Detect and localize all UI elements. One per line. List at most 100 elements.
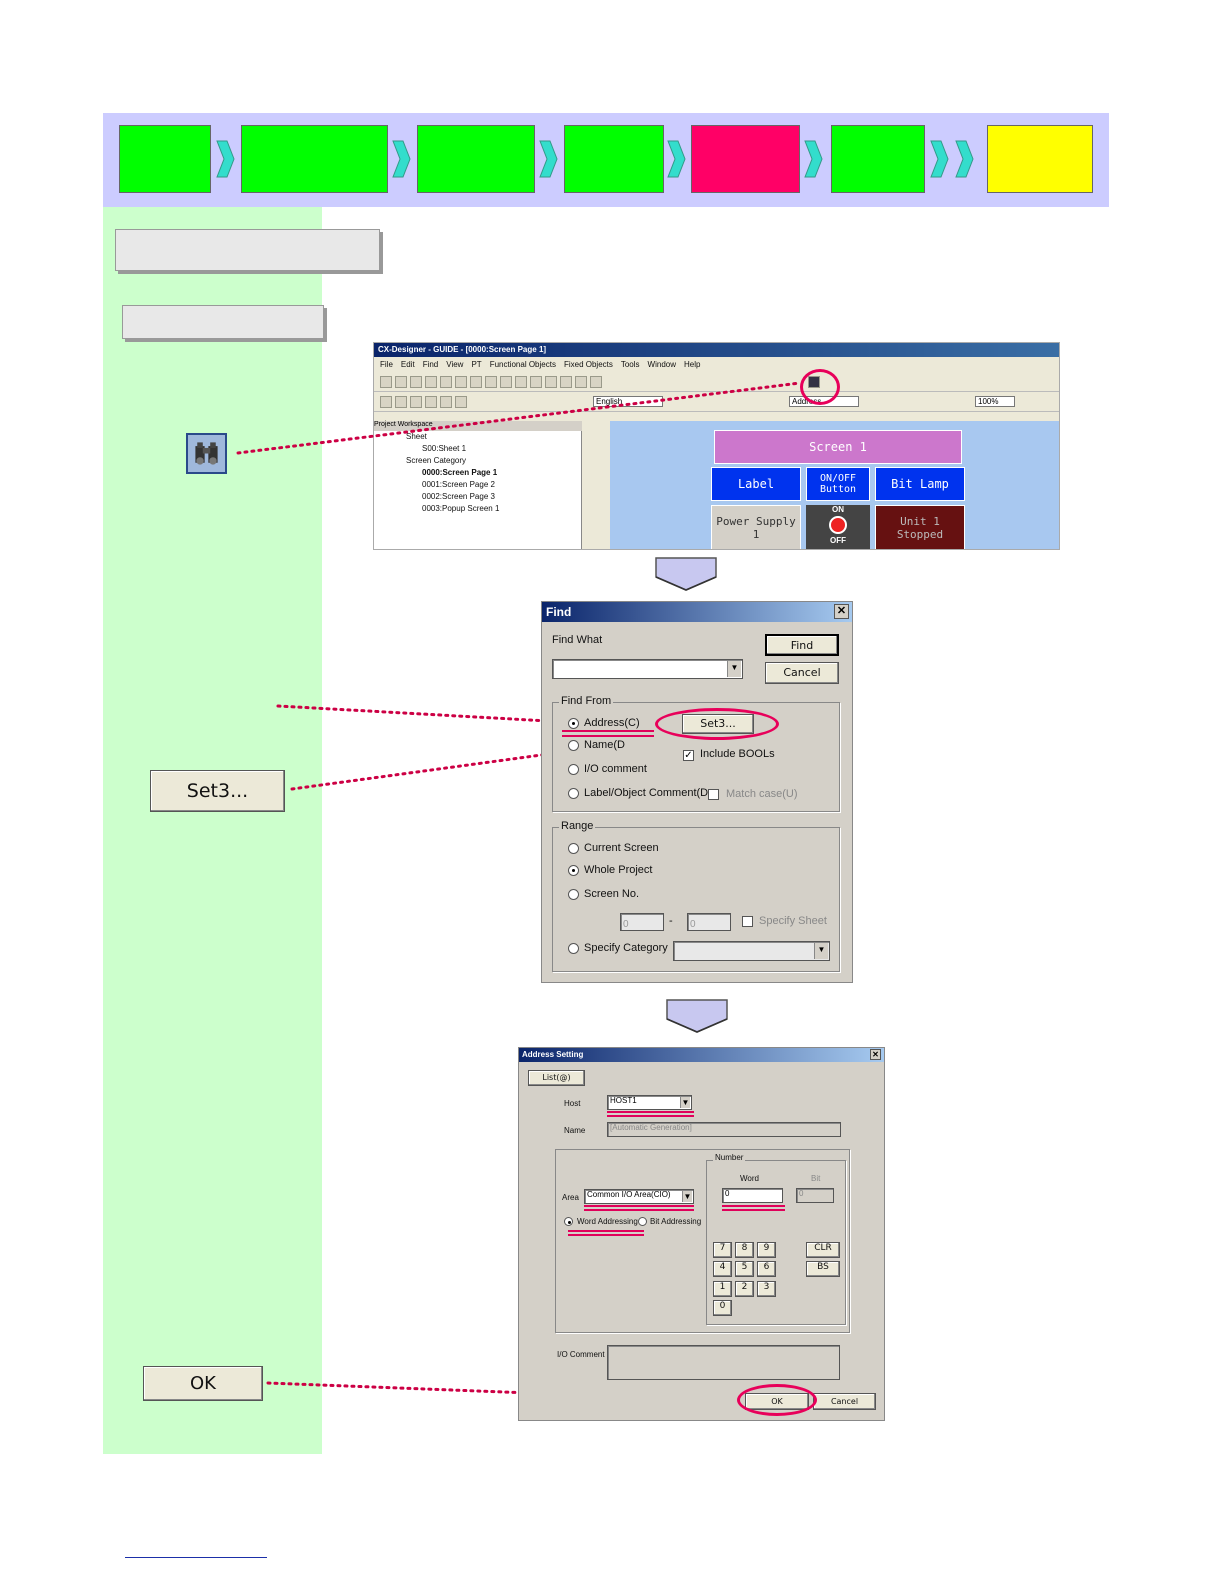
menu-edit[interactable]: Edit [400, 360, 415, 369]
set3-callout-button[interactable]: Set3... [150, 770, 285, 812]
screen-title-object[interactable]: Screen 1 [714, 430, 962, 464]
tree-screen-page-2[interactable]: 0001:Screen Page 2 [422, 480, 495, 489]
current-screen-radio[interactable] [568, 843, 579, 854]
key-9[interactable]: 9 [757, 1242, 776, 1258]
key-7[interactable]: 7 [713, 1242, 732, 1258]
menu-file[interactable]: File [380, 360, 393, 369]
align-icon[interactable] [560, 375, 572, 388]
key-5[interactable]: 5 [735, 1261, 754, 1277]
onoff-button-object[interactable]: ON/OFF Button [806, 467, 870, 501]
find-binoculars-icon[interactable] [186, 433, 227, 474]
bit-field[interactable]: 0 [796, 1188, 834, 1203]
key-2[interactable]: 2 [735, 1281, 754, 1297]
menu-help[interactable]: Help [684, 360, 701, 369]
specify-sheet-checkbox[interactable] [742, 916, 753, 927]
screen-no-radio[interactable] [568, 889, 579, 900]
include-bools-checkbox[interactable]: ✓ [683, 750, 694, 761]
close-icon[interactable]: ✕ [834, 604, 849, 619]
circle-icon[interactable] [395, 395, 407, 408]
chevron-down-icon[interactable]: ▼ [814, 943, 828, 959]
tree-screen-category[interactable]: Screen Category [406, 456, 467, 465]
zoom-icon[interactable] [530, 375, 542, 388]
word-field[interactable]: 0 [722, 1188, 783, 1203]
tree-popup-screen-1[interactable]: 0003:Popup Screen 1 [422, 504, 500, 513]
key-3[interactable]: 3 [757, 1281, 776, 1297]
specify-category-label[interactable]: Specify Category [584, 942, 668, 954]
io-comment-radio[interactable] [568, 764, 579, 775]
bit-addressing-radio[interactable] [638, 1217, 647, 1226]
tree-screen-page-1[interactable]: 0000:Screen Page 1 [422, 468, 498, 477]
menu-functional-objects[interactable]: Functional Objects [489, 360, 556, 369]
new-icon[interactable] [380, 375, 392, 388]
chevron-down-icon[interactable]: ▼ [727, 661, 741, 677]
screen-to-spin[interactable]: 0 [687, 913, 731, 931]
host-combo[interactable]: HOST1▼ [607, 1095, 692, 1110]
menu-fixed-objects[interactable]: Fixed Objects [563, 360, 613, 369]
menu-window[interactable]: Window [647, 360, 676, 369]
name-option-label[interactable]: Name(D [584, 739, 625, 751]
power-supply-object[interactable]: Power Supply 1 [711, 505, 801, 549]
category-combo[interactable]: ▼ [673, 941, 830, 961]
polygon-icon[interactable] [440, 395, 452, 408]
specify-category-radio[interactable] [568, 943, 579, 954]
cancel-button[interactable]: Cancel [813, 1393, 876, 1410]
redo-icon[interactable] [485, 375, 497, 388]
rect-icon[interactable] [380, 395, 392, 408]
key-4[interactable]: 4 [713, 1261, 732, 1277]
match-case-checkbox[interactable] [708, 789, 719, 800]
specify-sheet-label[interactable]: Specify Sheet [759, 915, 827, 927]
clr-key[interactable]: CLR [806, 1242, 840, 1258]
tree-sheet[interactable]: Sheet [406, 432, 427, 441]
io-comment-label[interactable]: I/O comment [584, 763, 647, 775]
address-option-label[interactable]: Address(C) [584, 717, 640, 729]
group-icon[interactable] [590, 375, 602, 388]
word-addressing-radio[interactable] [564, 1217, 573, 1226]
find-button[interactable]: Find [765, 634, 839, 656]
copy-icon[interactable] [440, 375, 452, 388]
chevron-down-icon[interactable]: ▼ [682, 1191, 692, 1202]
include-bools-label[interactable]: Include BOOLs [700, 748, 775, 760]
bit-addressing-label[interactable]: Bit Addressing [650, 1217, 702, 1226]
polyline-icon[interactable] [425, 395, 437, 408]
whole-project-label[interactable]: Whole Project [584, 864, 653, 876]
menu-view[interactable]: View [446, 360, 464, 369]
ok-callout-button[interactable]: OK [143, 1366, 263, 1401]
address-radio[interactable] [568, 718, 579, 729]
close-icon[interactable]: ✕ [870, 1049, 881, 1060]
menu-find[interactable]: Find [422, 360, 439, 369]
zoom-select[interactable]: 100% [975, 396, 1015, 407]
cut-icon[interactable] [500, 375, 512, 388]
unit-status-object[interactable]: Unit 1 Stopped [875, 505, 965, 549]
onoff-switch-object[interactable]: ON OFF [806, 505, 870, 549]
undo-icon[interactable] [470, 375, 482, 388]
whole-project-radio[interactable] [568, 865, 579, 876]
label-object[interactable]: Label [711, 467, 801, 501]
open-icon[interactable] [395, 375, 407, 388]
key-6[interactable]: 6 [757, 1261, 776, 1277]
bs-key[interactable]: BS [806, 1261, 840, 1277]
layer-icon[interactable] [575, 375, 587, 388]
bit-lamp-object[interactable]: Bit Lamp [875, 467, 965, 501]
key-1[interactable]: 1 [713, 1281, 732, 1297]
save-icon[interactable] [410, 375, 422, 388]
word-addressing-label[interactable]: Word Addressing [577, 1217, 638, 1226]
find-what-combo[interactable]: ▼ [552, 659, 743, 679]
cancel-button[interactable]: Cancel [765, 662, 839, 684]
key-0[interactable]: 0 [713, 1300, 732, 1316]
menu-tools[interactable]: Tools [620, 360, 640, 369]
io-comment-field[interactable] [607, 1345, 840, 1380]
chevron-down-icon[interactable]: ▼ [680, 1097, 690, 1108]
menu-pt[interactable]: PT [471, 360, 482, 369]
line-icon[interactable] [410, 395, 422, 408]
list-button[interactable]: List(@) [528, 1070, 585, 1086]
name-radio[interactable] [568, 740, 579, 751]
delete-icon[interactable] [515, 375, 527, 388]
paste-icon[interactable] [455, 375, 467, 388]
label-object-radio[interactable] [568, 788, 579, 799]
current-screen-label[interactable]: Current Screen [584, 842, 659, 854]
area-combo[interactable]: Common I/O Area(CIO)▼ [584, 1189, 694, 1204]
tree-screen-page-3[interactable]: 0002:Screen Page 3 [422, 492, 495, 501]
tree-sheet-1[interactable]: S00:Sheet 1 [422, 444, 467, 453]
name-field[interactable]: [Automatic Generation] [607, 1122, 841, 1137]
key-8[interactable]: 8 [735, 1242, 754, 1258]
